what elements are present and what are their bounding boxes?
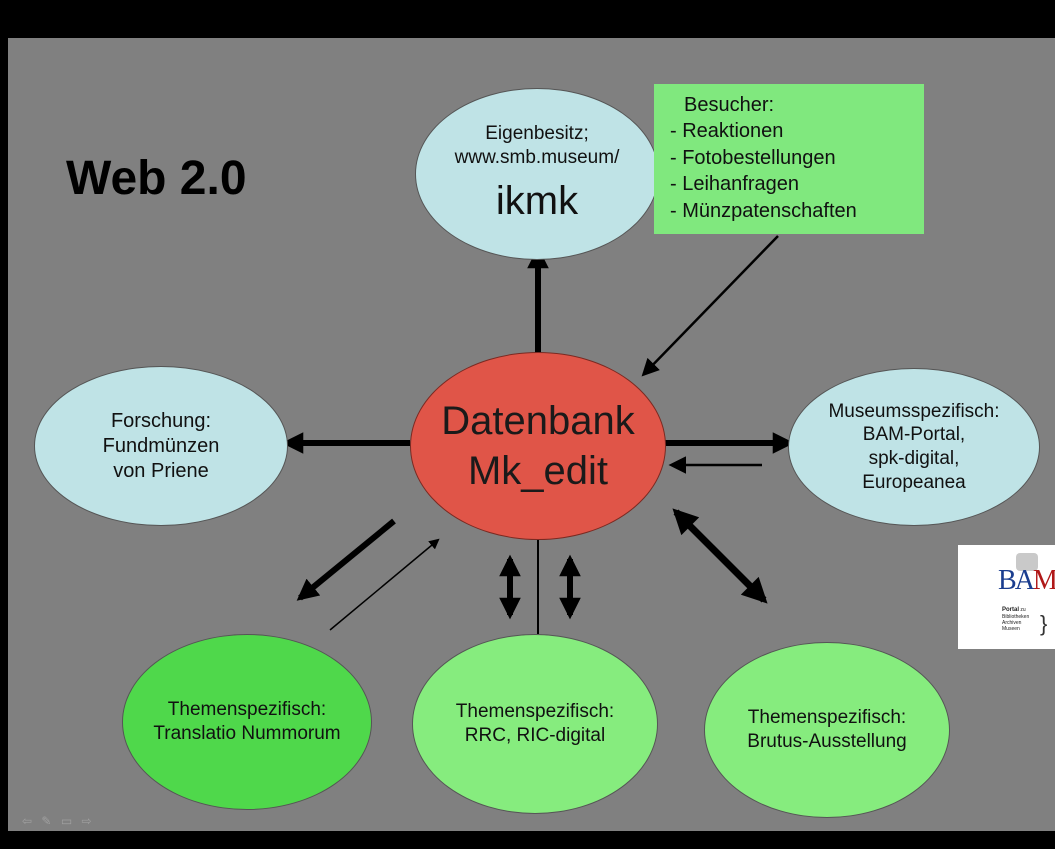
node-datenbank: Datenbank Mk_edit (410, 352, 666, 540)
node-museum-line3: spk-digital, (868, 448, 960, 469)
bam-logo-letters: BAM (998, 565, 1055, 597)
bam-brace: } (1040, 611, 1048, 636)
node-translatio-line1: Themenspezifisch: (167, 699, 327, 721)
node-brutus: Themenspezifisch: Brutus-Ausstellung (704, 642, 950, 818)
pen-icon[interactable]: ✎ (41, 814, 55, 828)
node-forschung-line3: von Priene (113, 459, 209, 482)
bam-line3: Museen (1002, 626, 1020, 633)
connector-arrows (281, 235, 795, 634)
bam-portal-label: Portal (1002, 607, 1020, 613)
screen-icon[interactable]: ▭ (60, 814, 76, 828)
node-translatio-line2: Translatio Nummorum (153, 723, 341, 744)
node-rrc: Themenspezifisch: RRC, RIC-digital (412, 634, 658, 814)
double-arrow-bottom-right (672, 508, 768, 604)
node-datenbank-line1: Datenbank (441, 399, 635, 443)
bam-portal-logo: BAM Portal zu Bibliotheken Archiven Muse… (958, 545, 1055, 649)
arrow-bottom-left-to-center (329, 538, 440, 631)
bam-line2: Archiven (1002, 620, 1022, 627)
visitor-item: Fotobestellungen (670, 145, 914, 171)
arrow-left-icon[interactable]: ⇦ (22, 814, 36, 828)
node-eigenbesitz-line3: ikmk (495, 178, 579, 223)
bam-line1: Bibliotheken (1002, 614, 1030, 621)
bam-letter-m: M (1032, 565, 1055, 596)
slide: Web 2.0 Eigenbesitz; www.smb.museum/ ikm… (8, 38, 1055, 831)
node-translatio: Themenspezifisch: Translatio Nummorum (122, 634, 372, 810)
bam-letter-b: B (998, 565, 1017, 596)
node-rrc-line1: Themenspezifisch: (455, 701, 615, 723)
node-museum-line2: BAM-Portal, (862, 424, 966, 446)
arrow-right-icon[interactable]: ⇨ (81, 814, 95, 828)
node-museum-line1: Museumsspezifisch: (828, 400, 1000, 422)
node-brutus-line1: Themenspezifisch: (747, 707, 907, 729)
visitor-item: Leihanfragen (670, 171, 914, 197)
visitor-box-heading: Besucher: (684, 94, 775, 116)
node-forschung: Forschung: Fundmünzen von Priene (34, 366, 288, 526)
slide-nav: ⇦ ✎ ▭ ⇨ (22, 814, 95, 828)
arrow-to-bottom-left (296, 518, 396, 601)
bam-letter-a: A (1014, 565, 1035, 596)
visitor-box: Besucher: Reaktionen Fotobestellungen Le… (654, 84, 924, 234)
node-forschung-line2: Fundmünzen (102, 434, 220, 457)
node-brutus-line2: Brutus-Ausstellung (747, 731, 907, 752)
node-eigenbesitz: Eigenbesitz; www.smb.museum/ ikmk (415, 88, 659, 260)
node-eigenbesitz-line2: www.smb.museum/ (454, 147, 620, 168)
node-museum-line4: Europeanea (862, 471, 966, 493)
node-forschung-line1: Forschung: (110, 409, 212, 432)
node-datenbank-line2: Mk_edit (467, 449, 609, 493)
node-eigenbesitz-line1: Eigenbesitz; (485, 123, 589, 145)
arrow-visitors-to-center (641, 235, 779, 377)
node-museumsspezifisch: Museumsspezifisch: BAM-Portal, spk-digit… (788, 368, 1040, 526)
slide-title: Web 2.0 (66, 152, 247, 205)
bam-logo-square (1016, 553, 1038, 571)
node-rrc-line2: RRC, RIC-digital (464, 725, 606, 746)
bam-logo-caption: Portal zu Bibliotheken Archiven Museen (1002, 607, 1029, 632)
bam-zu-label: zu (1020, 607, 1026, 613)
visitor-item: Reaktionen (670, 118, 914, 144)
visitor-item: Münzpatenschaften (670, 198, 914, 224)
